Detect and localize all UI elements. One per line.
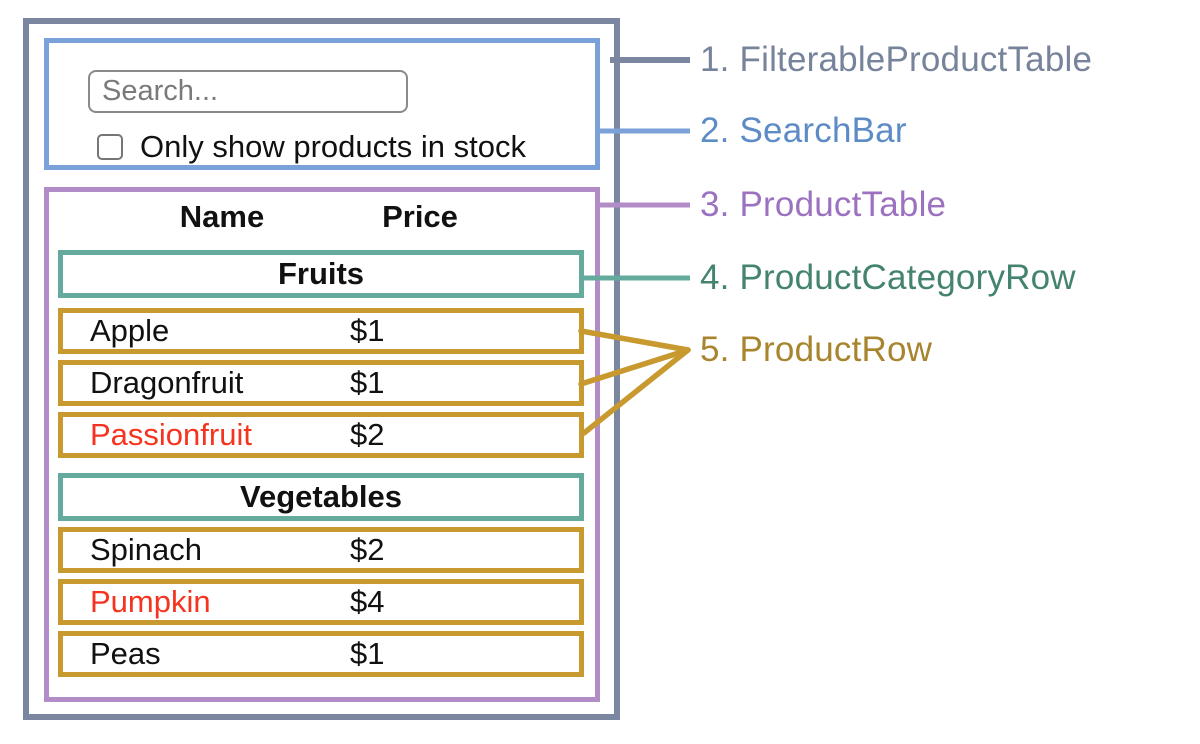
product-price: $2	[350, 532, 385, 567]
category-label: Vegetables	[240, 479, 402, 514]
product-price: $1	[350, 636, 385, 671]
product-row-passionfruit: Passionfruit $2	[58, 412, 584, 458]
in-stock-checkbox[interactable]	[97, 134, 123, 160]
product-row-peas: Peas $1	[58, 631, 584, 677]
product-price: $4	[350, 584, 385, 619]
product-name: Peas	[90, 636, 161, 671]
product-price: $1	[350, 313, 385, 348]
product-name: Passionfruit	[90, 417, 252, 452]
product-name: Apple	[90, 313, 170, 348]
product-price: $2	[350, 417, 385, 452]
category-label: Fruits	[277, 256, 365, 291]
legend-search-bar: 2. SearchBar	[700, 111, 907, 150]
search-input[interactable]	[88, 70, 408, 113]
product-row-apple: Apple $1	[58, 308, 584, 354]
category-row-vegetables: Vegetables	[58, 473, 584, 521]
in-stock-filter: Only show products in stock	[97, 129, 526, 164]
product-name: Spinach	[90, 532, 203, 567]
legend-product-table: 3. ProductTable	[700, 185, 947, 224]
product-row-pumpkin: Pumpkin $4	[58, 579, 584, 625]
product-price: $1	[350, 365, 385, 400]
column-header-price: Price	[382, 199, 458, 234]
legend-filterable-product-table: 1. FilterableProductTable	[700, 40, 1093, 79]
legend-product-category-row: 4. ProductCategoryRow	[700, 258, 1076, 297]
search-bar-box: Only show products in stock	[44, 38, 600, 170]
legend-product-row: 5. ProductRow	[700, 330, 933, 369]
in-stock-checkbox-label: Only show products in stock	[140, 129, 526, 164]
product-name: Dragonfruit	[90, 365, 244, 400]
category-row-fruits: Fruits	[58, 250, 584, 298]
product-table-box: Name Price Fruits Apple $1 Dragonfruit $…	[44, 187, 600, 702]
product-row-dragonfruit: Dragonfruit $1	[58, 360, 584, 406]
column-header-name: Name	[179, 199, 265, 234]
product-name: Pumpkin	[90, 584, 211, 619]
product-row-spinach: Spinach $2	[58, 527, 584, 573]
